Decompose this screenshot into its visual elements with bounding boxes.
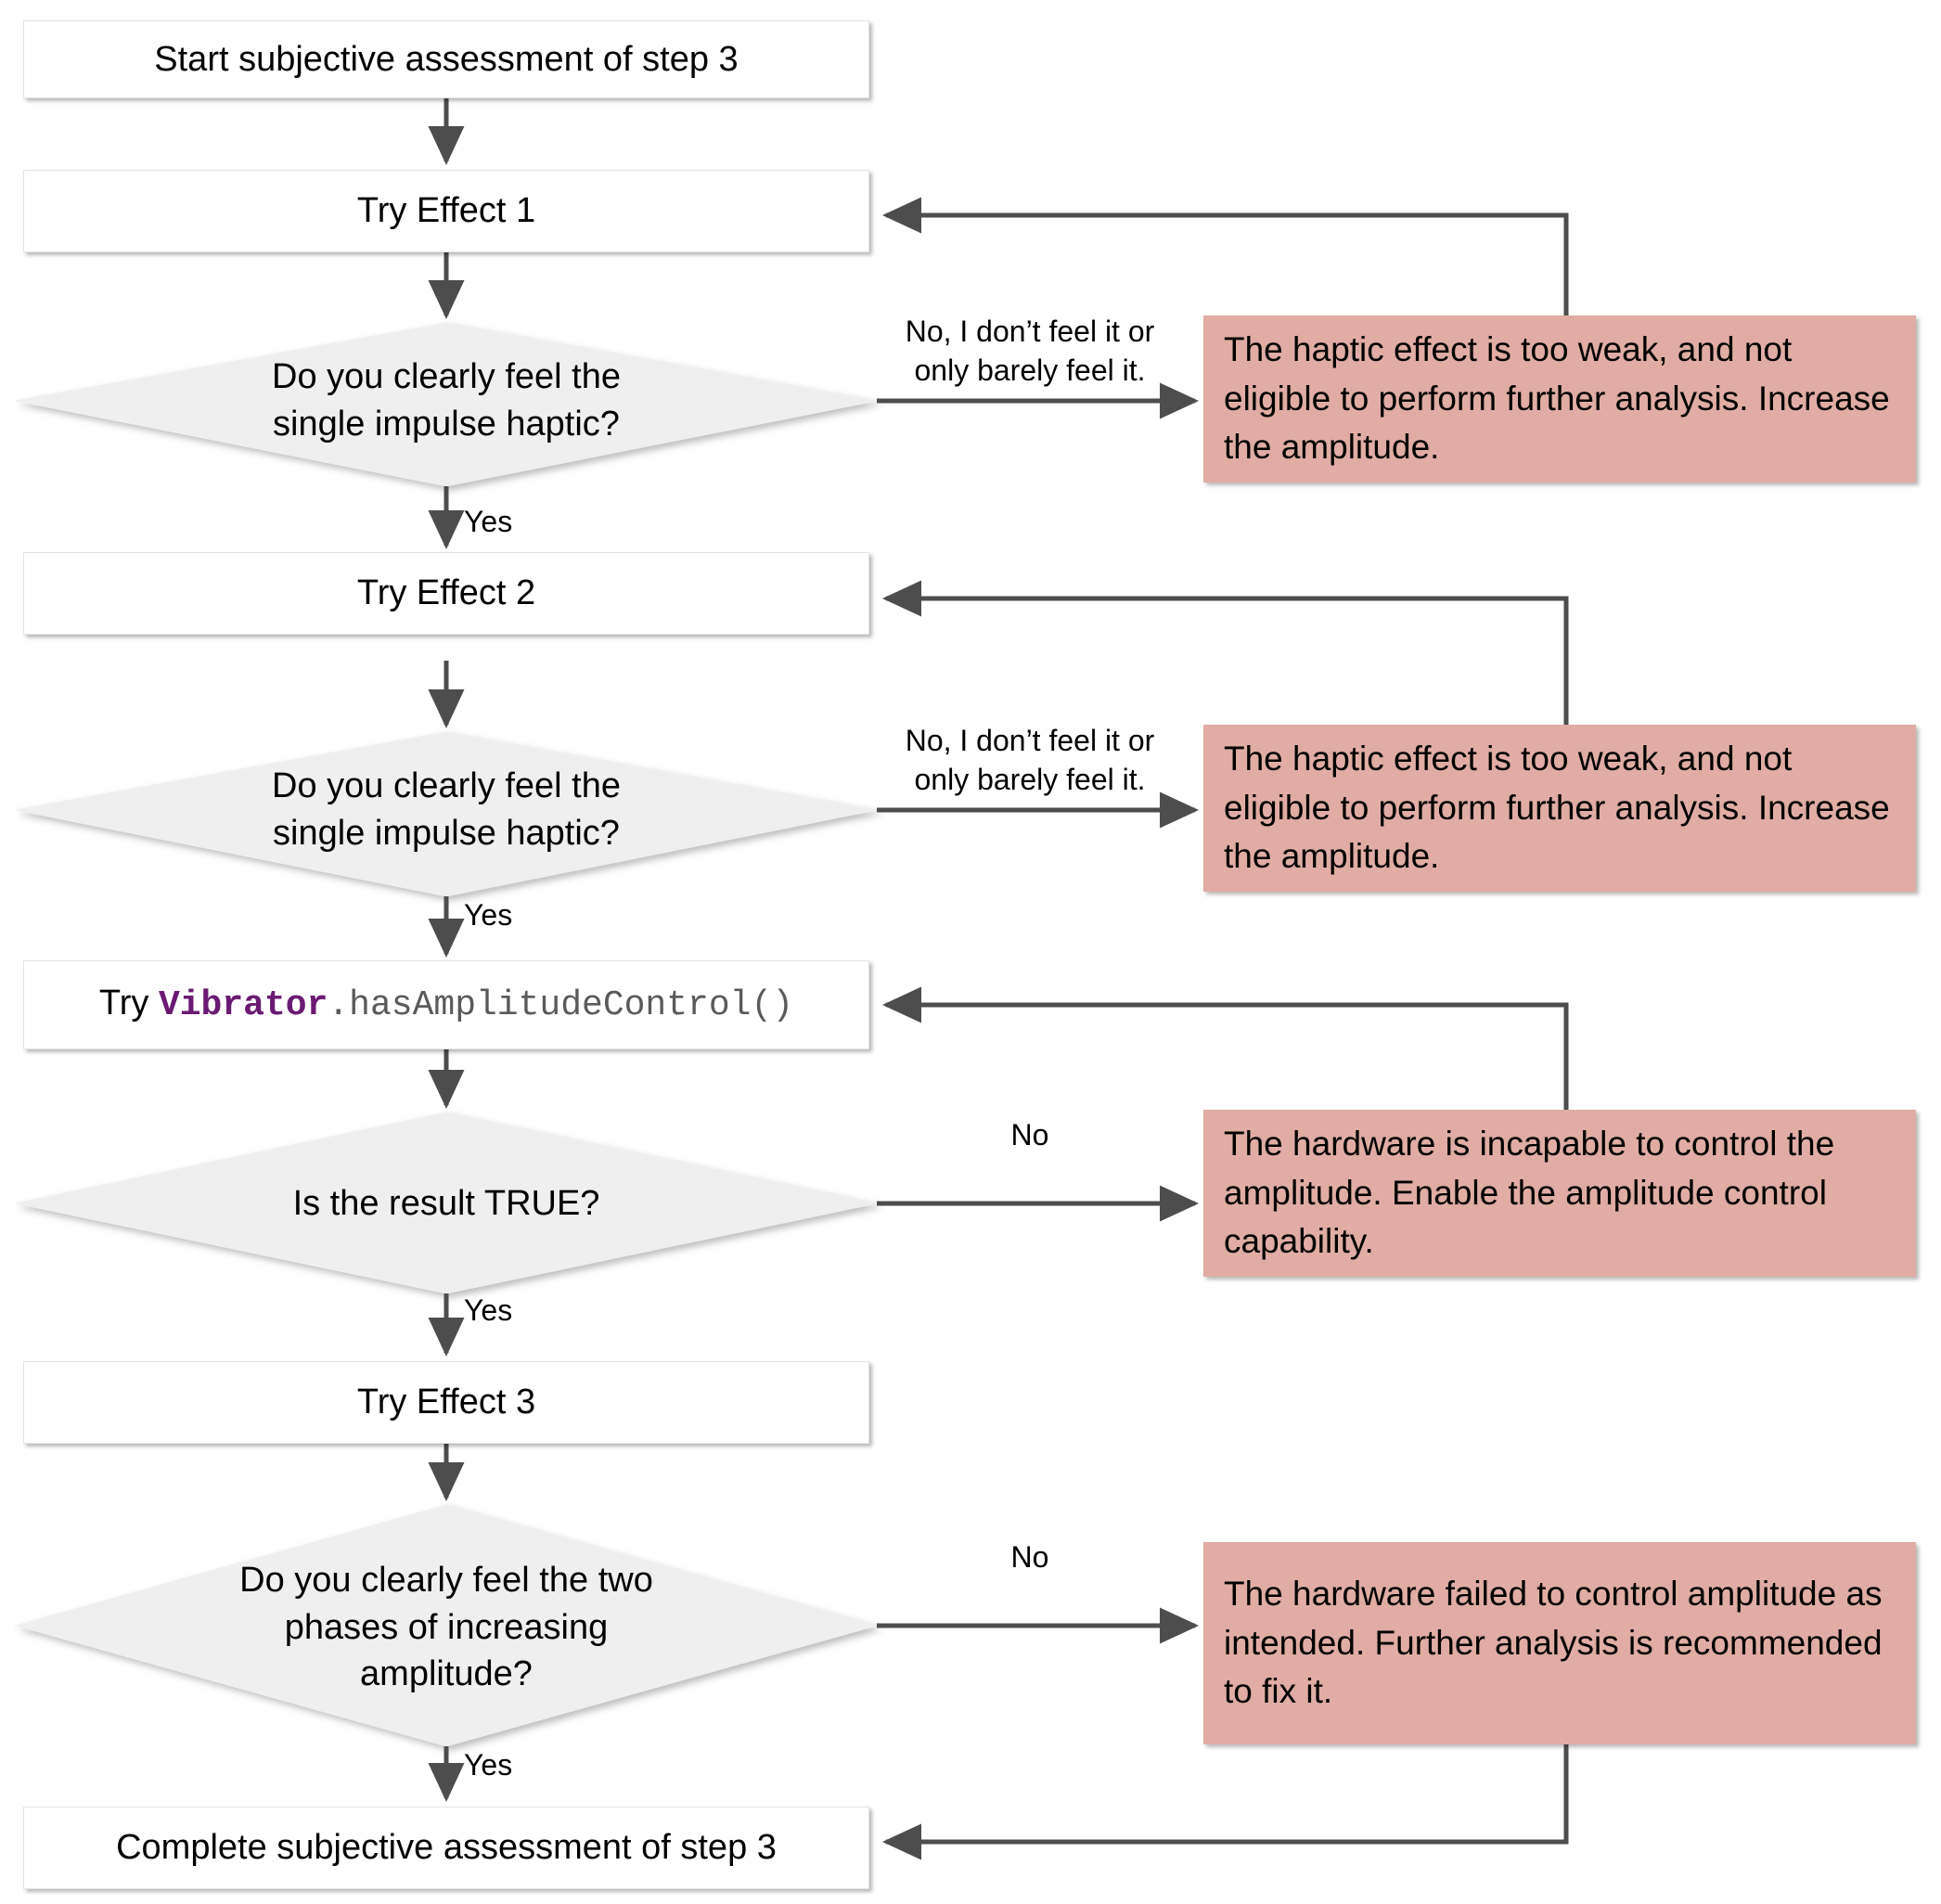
edge-label-decision3-no: No (1010, 1118, 1049, 1151)
edge-label-decision4-no: No (1010, 1540, 1049, 1574)
node-complete[interactable]: Complete subjective assessment of step 3 (23, 1807, 869, 1889)
edge-label-decision1-no: No, I don’t feel it or only barely feel … (905, 315, 1155, 387)
node-try-effect-1[interactable]: Try Effect 1 (23, 170, 869, 252)
edge-note1-back-to-effect1 (881, 197, 1569, 315)
decision-4-shape (14, 1504, 879, 1747)
connectors (428, 98, 1569, 1860)
node-note-2[interactable]: The haptic effect is too weak, and not e… (1203, 725, 1916, 892)
node-complete-label: Complete subjective assessment of step 3 (116, 1828, 777, 1868)
node-try-vibrator-method: .hasAmplitudeControl() (328, 985, 794, 1026)
edge-label-decision1-yes: Yes (464, 505, 513, 538)
node-start[interactable]: Start subjective assessment of step 3 (23, 20, 869, 98)
node-note-3[interactable]: The hardware is incapable to control the… (1203, 1110, 1916, 1277)
edge-note4-to-complete (881, 1744, 1569, 1860)
edge-label-decision3-yes: Yes (464, 1293, 513, 1327)
node-start-label: Start subjective assessment of step 3 (154, 39, 739, 79)
edge-label-decision2-yes: Yes (464, 898, 513, 932)
decision-1-shape (15, 322, 878, 487)
node-try-vibrator-prefix: Try (98, 984, 159, 1023)
decision-3-shape (15, 1112, 878, 1294)
node-try-vibrator[interactable]: Try Vibrator.hasAmplitudeControl() (23, 960, 869, 1049)
decision-2-shape (15, 731, 878, 897)
node-note-4[interactable]: The hardware failed to control amplitude… (1203, 1542, 1916, 1744)
node-note-1[interactable]: The haptic effect is too weak, and not e… (1203, 315, 1916, 482)
decision-shapes (14, 322, 879, 1747)
node-try-vibrator-class: Vibrator (158, 985, 328, 1026)
edge-note2-back-to-effect2 (881, 580, 1569, 725)
node-try-effect-1-label: Try Effect 1 (356, 191, 536, 231)
node-note-2-label: The haptic effect is too weak, and not e… (1224, 740, 1890, 876)
node-try-effect-3-label: Try Effect 3 (356, 1383, 536, 1422)
edge-label-decision2-no: No, I don’t feel it or only barely feel … (905, 724, 1155, 796)
node-note-4-label: The hardware failed to control amplitude… (1224, 1575, 1883, 1711)
edge-label-decision4-yes: Yes (464, 1748, 513, 1782)
node-try-effect-2-label: Try Effect 2 (356, 573, 536, 613)
node-note-3-label: The hardware is incapable to control the… (1224, 1125, 1835, 1261)
node-try-effect-3[interactable]: Try Effect 3 (23, 1361, 869, 1444)
node-try-effect-2[interactable]: Try Effect 2 (23, 552, 869, 635)
edge-note3-back-to-vibrator (881, 986, 1569, 1110)
node-note-1-label: The haptic effect is too weak, and not e… (1224, 330, 1890, 467)
